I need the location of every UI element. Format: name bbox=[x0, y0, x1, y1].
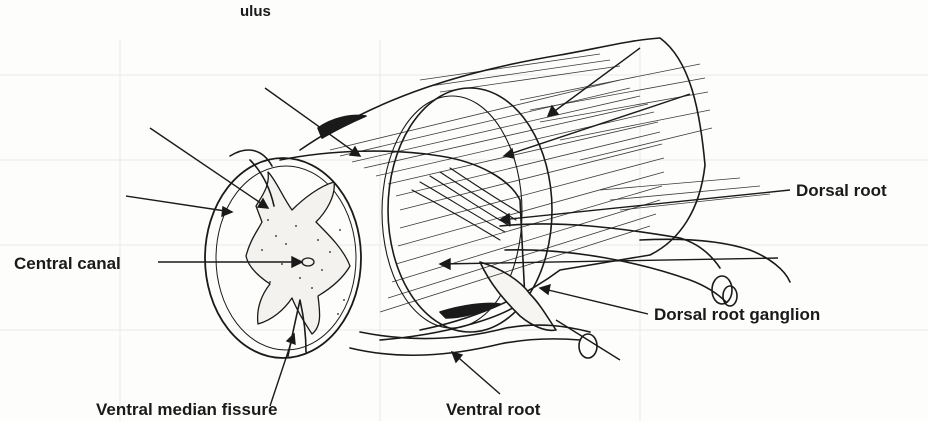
label-ventral-median-fissure: Ventral median fissure bbox=[96, 401, 277, 418]
label-dorsal-root: Dorsal root bbox=[796, 182, 887, 199]
ventral-root bbox=[350, 339, 580, 355]
spinal-nerve-end bbox=[712, 276, 732, 304]
dark-crescent-lower bbox=[440, 303, 500, 318]
spinal-nerve-end-inner bbox=[723, 286, 737, 306]
label-dorsal-root-ganglion: Dorsal root ganglion bbox=[654, 306, 820, 323]
dorsal-root-ganglion bbox=[480, 262, 556, 330]
label-ventral-root: Ventral root bbox=[446, 401, 540, 418]
label-top-fragment: ulus bbox=[240, 4, 271, 19]
label-central-canal: Central canal bbox=[14, 255, 121, 272]
ventral-nerve-end bbox=[579, 334, 597, 358]
dark-crescent-upper bbox=[318, 116, 366, 139]
dorsal-root-lower bbox=[505, 250, 726, 302]
dorsal-rootlet-curl bbox=[230, 150, 272, 166]
